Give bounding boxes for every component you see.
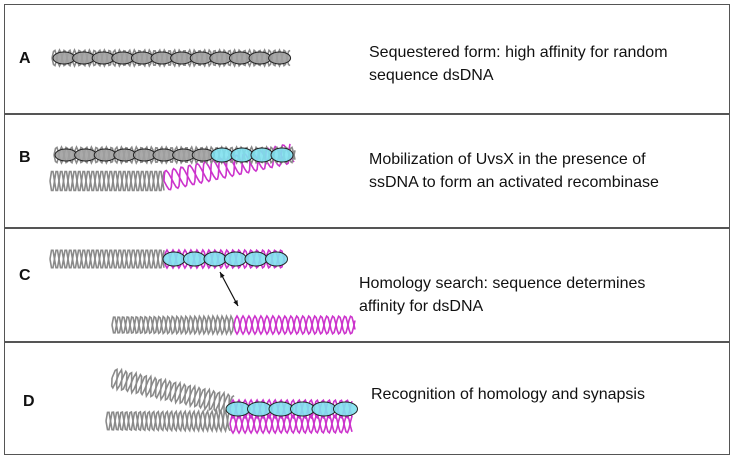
arrowhead-down <box>233 300 238 306</box>
uvsx-protein-sequestered <box>130 51 154 65</box>
uvsx-protein-sequestered <box>248 51 272 65</box>
dsdna-helix-c-top <box>49 249 165 269</box>
uvsx-protein-activated-b <box>270 147 294 163</box>
uvsx-protein-sequestered <box>150 51 174 65</box>
caption-a-line2: sequence dsDNA <box>369 67 494 84</box>
uvsx-protein-synapsis-d <box>333 401 358 417</box>
caption-d-line1: Recognition of homology and synapsis <box>371 386 645 403</box>
uvsx-protein-sequestered <box>170 51 194 65</box>
uvsx-protein-activated-b <box>250 147 274 163</box>
dna-helices <box>49 48 356 435</box>
dsdna-helix-c-bottom <box>111 313 235 337</box>
uvsx-protein-gray-b <box>74 148 98 162</box>
uvsx-protein-synapsis-d <box>268 401 294 417</box>
uvsx-protein-activated-b <box>210 147 234 163</box>
dsdna-helix-d-diagonal <box>110 367 235 415</box>
uvsx-protein-synapsis-d <box>247 401 272 417</box>
uvsx-protein-sequestered <box>111 51 135 65</box>
caption-b-line2: ssDNA to form an activated recombinase <box>369 174 659 191</box>
caption-a-line1: Sequestered form: high affinity for rand… <box>369 44 668 61</box>
caption-b-line1: Mobilization of UvsX in the presence of <box>369 151 646 168</box>
homology-search-arrow <box>219 271 239 307</box>
uvsx-protein-activated-c <box>224 251 247 267</box>
uvsx-protein-sequestered <box>52 51 76 65</box>
uvsx-protein-sequestered <box>72 51 96 65</box>
uvsx-protein-synapsis-d <box>290 401 315 417</box>
protein-filaments <box>52 51 358 417</box>
uvsx-protein-activated-c <box>162 251 186 267</box>
uvsx-protein-activated-c <box>183 251 206 267</box>
uvsx-protein-activated-c <box>244 251 268 267</box>
uvsx-protein-activated-c <box>265 251 288 267</box>
uvsx-protein-sequestered <box>189 51 213 65</box>
uvsx-protein-sequestered <box>228 51 252 65</box>
uvsx-protein-gray-b <box>152 148 176 162</box>
panel-label-a: A <box>19 50 31 67</box>
uvsx-protein-sequestered <box>91 51 115 65</box>
target-dsdna-magenta-d <box>229 413 353 435</box>
uvsx-protein-synapsis-d <box>311 401 337 417</box>
target-dsdna-magenta-c <box>233 314 356 336</box>
uvsx-protein-gray-b <box>54 148 78 162</box>
panel-label-b: B <box>19 149 31 166</box>
panel-label-c: C <box>19 267 31 284</box>
caption-c-line2: affinity for dsDNA <box>359 298 484 315</box>
uvsx-protein-sequestered <box>209 51 233 65</box>
uvsx-protein-gray-b <box>172 148 196 162</box>
dsdna-helix-d-bottom <box>105 408 231 434</box>
panel-d: D Recognition of homology and synapsis <box>4 342 730 455</box>
uvsx-protein-gray-b <box>93 148 117 162</box>
uvsx-protein-sequestered <box>268 51 292 65</box>
diagram-arrows <box>219 271 239 307</box>
panel-label-d: D <box>23 393 35 410</box>
dsdna-helix-b <box>49 170 165 192</box>
uvsx-protein-activated-b <box>230 147 254 163</box>
uvsx-protein-activated-c <box>203 251 227 267</box>
uvsx-protein-gray-b <box>132 148 156 162</box>
caption-c-line1: Homology search: sequence determines <box>359 275 646 292</box>
arrowhead-up <box>220 272 225 278</box>
uvsx-protein-gray-b <box>113 148 137 162</box>
uvsx-protein-synapsis-d <box>225 401 251 417</box>
